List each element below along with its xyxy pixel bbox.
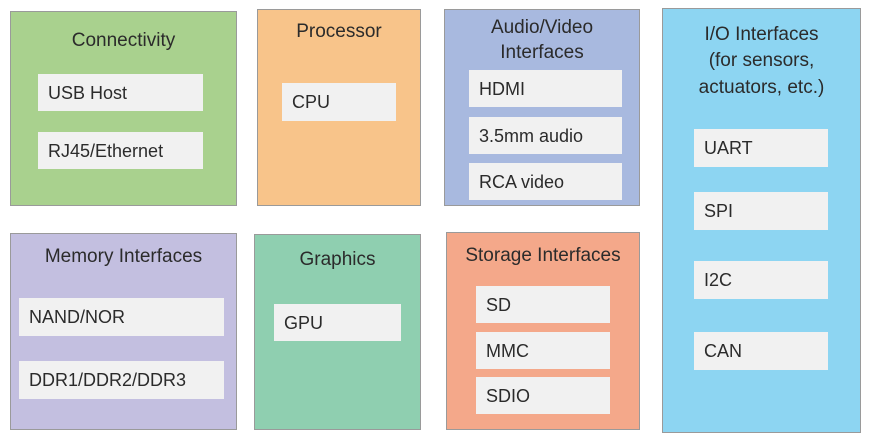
processor-block: Processor CPU xyxy=(257,9,421,206)
memory-title: Memory Interfaces xyxy=(44,246,203,267)
ddr-item: DDR1/DDR2/DDR3 xyxy=(19,361,224,399)
uart-item: UART xyxy=(694,129,828,167)
cpu-item: CPU xyxy=(282,83,396,121)
io-title-line2: (for sensors, xyxy=(708,50,815,71)
audio-video-title-line1: Audio/Video xyxy=(490,17,594,38)
processor-title: Processor xyxy=(296,21,382,42)
memory-interfaces-block: Memory Interfaces NAND/NOR DDR1/DDR2/DDR… xyxy=(10,233,237,430)
connectivity-title: Connectivity xyxy=(71,30,176,51)
usb-host-item: USB Host xyxy=(38,74,203,111)
connectivity-block: Connectivity USB Host RJ45/Ethernet xyxy=(10,11,237,206)
rj45-ethernet-item: RJ45/Ethernet xyxy=(38,132,203,169)
hdmi-item: HDMI xyxy=(469,70,622,107)
io-interfaces-block: I/O Interfaces (for sensors, actuators, … xyxy=(662,8,861,433)
io-title-line1: I/O Interfaces xyxy=(704,24,819,45)
storage-interfaces-block: Storage Interfaces SD MMC SDIO xyxy=(446,232,640,430)
mmc-item: MMC xyxy=(476,332,610,369)
i2c-item: I2C xyxy=(694,261,828,299)
rca-video-item: RCA video xyxy=(469,163,622,200)
sdio-item: SDIO xyxy=(476,377,610,414)
gpu-item: GPU xyxy=(274,304,401,341)
can-item: CAN xyxy=(694,332,828,370)
graphics-title: Graphics xyxy=(299,249,376,270)
spi-item: SPI xyxy=(694,192,828,230)
io-title-line3: actuators, etc.) xyxy=(698,77,825,98)
graphics-block: Graphics GPU xyxy=(254,234,421,430)
nand-nor-item: NAND/NOR xyxy=(19,298,224,336)
sd-item: SD xyxy=(476,286,610,323)
audio-35mm-item: 3.5mm audio xyxy=(469,117,622,154)
storage-title: Storage Interfaces xyxy=(465,245,621,266)
audio-video-title-line2: Interfaces xyxy=(500,42,584,63)
audio-video-block: Audio/Video Interfaces HDMI 3.5mm audio … xyxy=(444,9,640,206)
